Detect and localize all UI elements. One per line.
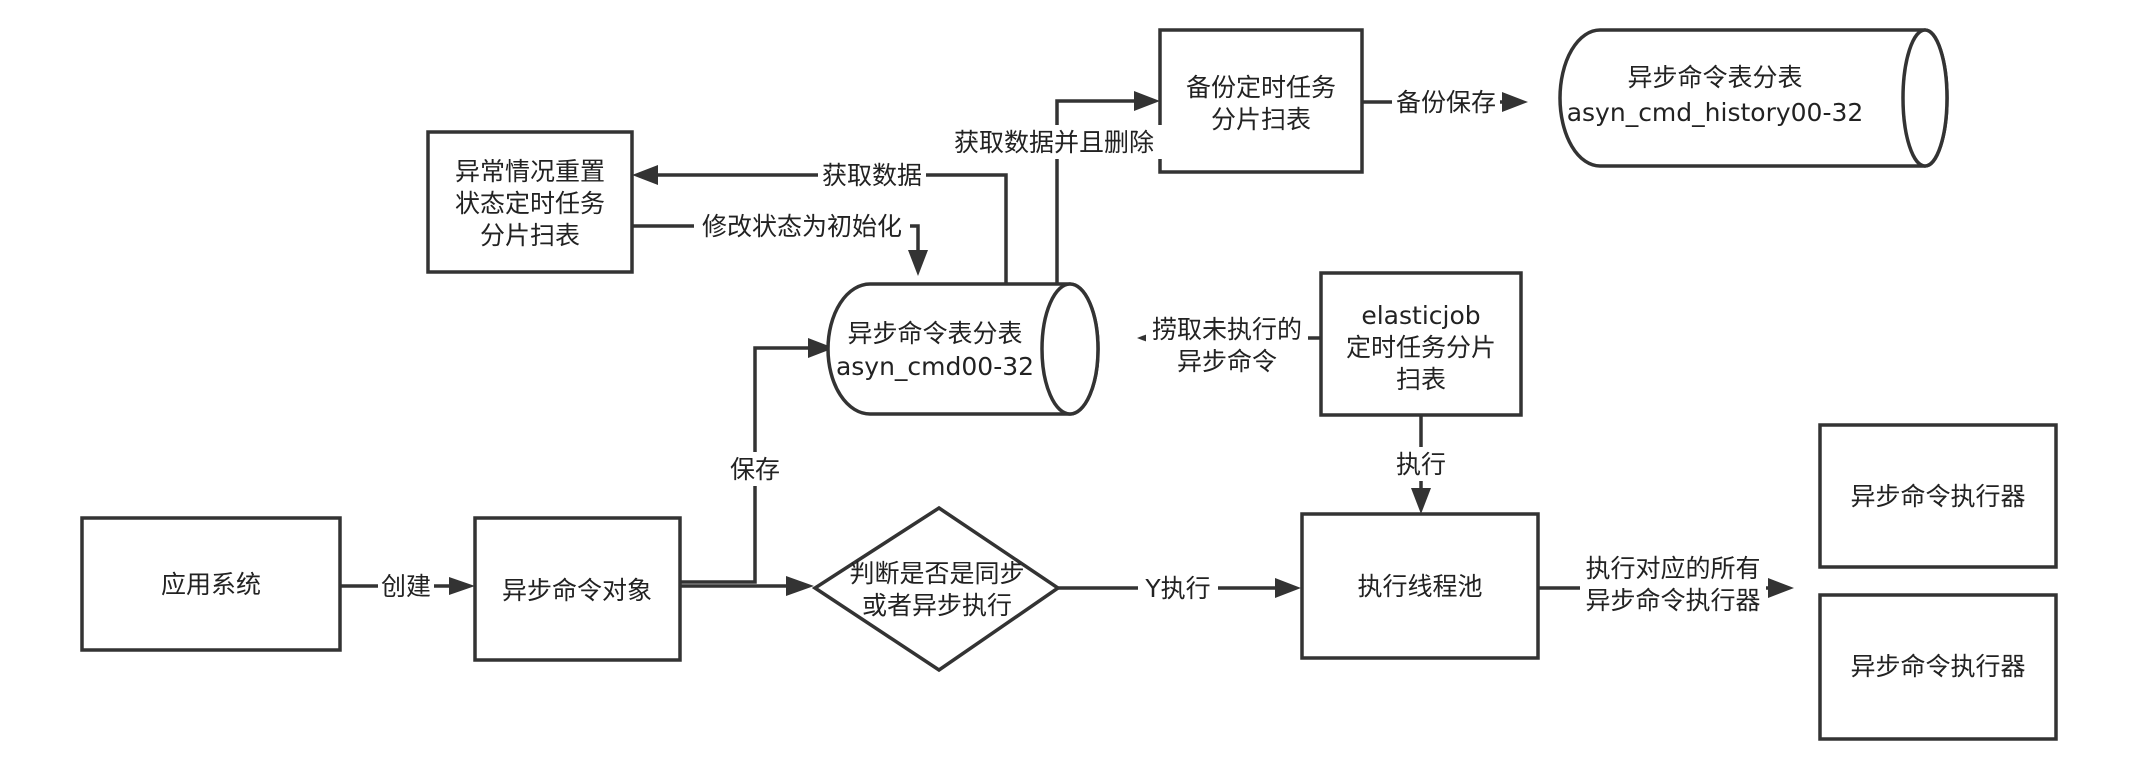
node-history-table bbox=[1558, 28, 1949, 168]
node-elasticjob bbox=[1319, 271, 1523, 417]
edge-save-label: 保存 bbox=[730, 455, 780, 484]
arrowhead bbox=[1134, 91, 1160, 111]
arrowhead bbox=[1768, 578, 1794, 598]
node-executor-2 bbox=[1818, 593, 2058, 741]
edge-create-label: 创建 bbox=[381, 572, 431, 601]
edge-execute-label: 执行 bbox=[1396, 450, 1446, 479]
node-decision-label-2: 或者异步执行 bbox=[862, 591, 1012, 620]
arrowhead bbox=[632, 165, 658, 185]
arrowhead bbox=[786, 576, 814, 596]
arrowhead bbox=[1502, 92, 1528, 112]
node-async-cmd-object bbox=[473, 516, 682, 662]
arrowhead bbox=[908, 250, 928, 276]
node-decision bbox=[811, 505, 1062, 673]
node-elasticjob-label-3: 扫表 bbox=[1396, 365, 1446, 394]
node-elasticjob-label-2: 定时任务分片 bbox=[1346, 333, 1496, 362]
edge-backup-save-label: 备份保存 bbox=[1396, 88, 1496, 117]
node-reset-job-label-3: 分片扫表 bbox=[480, 221, 580, 250]
node-executor-1 bbox=[1818, 423, 2058, 569]
node-app-system bbox=[80, 516, 342, 652]
node-elasticjob-label-1: elasticjob bbox=[1361, 301, 1480, 330]
arrowhead bbox=[449, 577, 475, 595]
node-reset-job bbox=[426, 130, 634, 274]
arrowhead bbox=[1411, 488, 1431, 514]
edge-fetch-data-label: 获取数据 bbox=[822, 161, 922, 190]
edge-y-execute-label: Y执行 bbox=[1144, 574, 1210, 603]
edge-fetch-and-delete-label: 获取数据并且删除 bbox=[954, 128, 1154, 157]
node-thread-pool-label: 执行线程池 bbox=[1357, 572, 1482, 601]
node-decision-label-1: 判断是否是同步 bbox=[849, 559, 1024, 588]
node-backup-job bbox=[1158, 28, 1364, 174]
node-app-system-label: 应用系统 bbox=[161, 570, 261, 599]
node-executor-2-label: 异步命令执行器 bbox=[1850, 652, 2025, 681]
edge-execute-all-label-2: 异步命令执行器 bbox=[1585, 586, 1760, 615]
node-executor-1-label: 异步命令执行器 bbox=[1850, 482, 2025, 511]
node-async-cmd-object-label: 异步命令对象 bbox=[502, 576, 652, 605]
node-history-table-label-2: asyn_cmd_history00-32 bbox=[1567, 98, 1864, 127]
node-backup-job-label-2: 分片扫表 bbox=[1211, 105, 1311, 134]
node-backup-job-label-1: 备份定时任务 bbox=[1186, 73, 1336, 102]
node-thread-pool bbox=[1300, 512, 1540, 660]
edge-fetch-unexecuted-label-1: 捞取未执行的 bbox=[1152, 315, 1302, 344]
edge-modify-status-label: 修改状态为初始化 bbox=[702, 212, 902, 241]
node-reset-job-label-2: 状态定时任务 bbox=[455, 189, 605, 218]
arrowhead bbox=[808, 338, 834, 358]
node-history-table-label-1: 异步命令表分表 bbox=[1627, 63, 1802, 92]
node-reset-job-label-1: 异常情况重置 bbox=[455, 157, 605, 186]
edge-fetch-data bbox=[657, 173, 1008, 284]
edge-fetch-unexecuted-label-2: 异步命令 bbox=[1177, 347, 1277, 376]
node-cmd-table bbox=[826, 282, 1100, 416]
node-cmd-table-label-1: 异步命令表分表 bbox=[847, 319, 1022, 348]
node-cmd-table-label-2: asyn_cmd00-32 bbox=[836, 352, 1034, 381]
edge-fetch-and-delete bbox=[1055, 99, 1135, 284]
arrowhead bbox=[1275, 578, 1301, 598]
edge-execute-all-label-1: 执行对应的所有 bbox=[1585, 554, 1760, 583]
